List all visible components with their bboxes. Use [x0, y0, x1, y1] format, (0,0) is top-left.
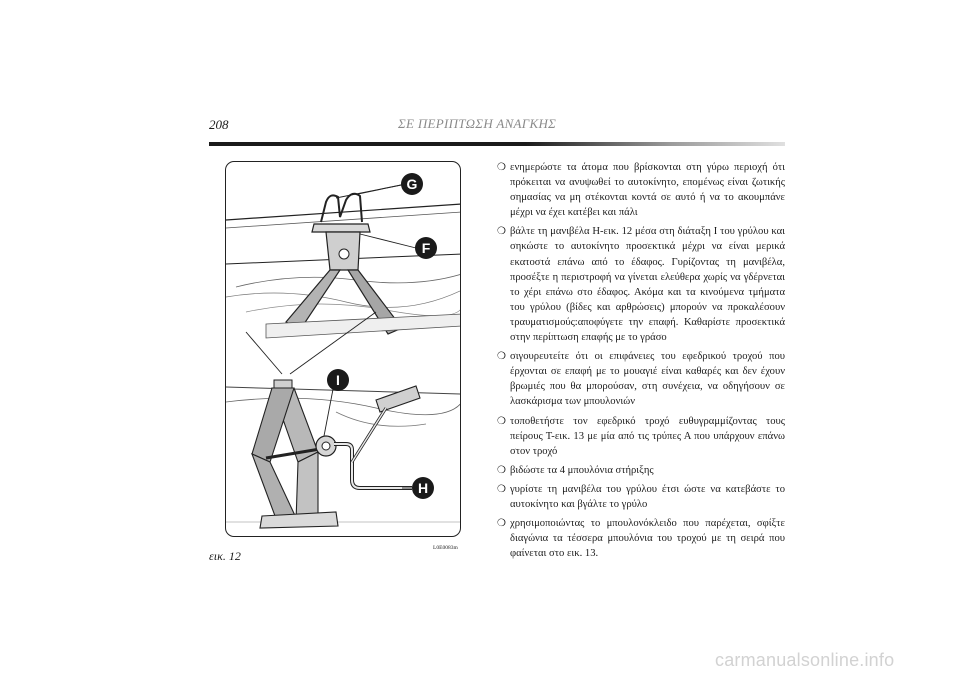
jack-illustration: G F I H — [226, 173, 460, 529]
instruction-text: βάλτε τη μανιβέλα H-εικ. 12 μέσα στη διά… — [510, 226, 785, 344]
ring-bullet-icon: ❍ — [497, 483, 506, 495]
instruction-text: βιδώστε τα 4 μπουλόνια στήριξης — [510, 464, 654, 476]
header-rule — [209, 142, 785, 146]
instruction-text: ενημερώστε τα άτομα που βρίσκονται στη γ… — [510, 162, 785, 219]
watermark-link[interactable]: carmanualsonline.info — [715, 650, 895, 670]
instruction-item: ❍ γυρίστε τη μανιβέλα του γρύλου έτσι ώσ… — [497, 482, 785, 512]
ring-bullet-icon: ❍ — [497, 518, 506, 530]
instruction-text: χρησιμοποιώντας το μπουλονόκλειδο που πα… — [510, 518, 785, 560]
instruction-item: ❍ βιδώστε τα 4 μπουλόνια στήριξης — [497, 463, 785, 478]
ring-bullet-icon: ❍ — [497, 464, 506, 476]
figure-jack-illustration: G F I H — [225, 161, 461, 537]
instruction-item: ❍ ενημερώστε τα άτομα που βρίσκονται στη… — [497, 160, 785, 220]
callout-f: F — [415, 237, 437, 259]
section-title: ΣΕ ΠΕΡΙΠΤΩΣΗ ΑΝΑΓΚΗΣ — [398, 116, 557, 131]
instruction-list: ❍ ενημερώστε τα άτομα που βρίσκονται στη… — [497, 160, 785, 565]
instruction-item: ❍ τοποθετήστε τον εφεδρικό τροχό ευθυγρα… — [497, 414, 785, 459]
page-number: 208 — [209, 117, 229, 132]
instruction-text: γυρίστε τη μανιβέλα του γρύλου έτσι ώστε… — [510, 483, 785, 510]
figure-caption: εικ. 12 — [209, 549, 241, 563]
ring-bullet-icon: ❍ — [497, 351, 506, 363]
callout-h: H — [412, 477, 434, 499]
ring-bullet-icon: ❍ — [497, 162, 506, 173]
label-g: G — [407, 176, 418, 192]
ring-bullet-icon: ❍ — [497, 226, 506, 238]
instruction-item: ❍ σιγουρευτείτε ότι οι επιφάνειες του εφ… — [497, 349, 785, 409]
instruction-item: ❍ χρησιμοποιώντας το μπουλονόκλειδο που … — [497, 516, 785, 561]
instruction-text: σιγουρευτείτε ότι οι επιφάνειες του εφεδ… — [510, 351, 785, 408]
figure-code: L0E0083m — [433, 545, 458, 551]
instruction-item: ❍ βάλτε τη μανιβέλα H-εικ. 12 μέσα στη δ… — [497, 224, 785, 345]
detail-view — [226, 192, 460, 339]
ring-bullet-icon: ❍ — [497, 415, 506, 427]
instruction-text: τοποθετήστε τον εφεδρικό τροχό ευθυγραμμ… — [510, 415, 785, 457]
label-f: F — [422, 240, 431, 256]
callout-g: G — [401, 173, 423, 195]
full-view — [226, 379, 460, 529]
label-h: H — [418, 480, 428, 496]
label-i: I — [336, 372, 340, 388]
callout-i: I — [327, 369, 349, 391]
callout-lines-top — [245, 183, 417, 375]
